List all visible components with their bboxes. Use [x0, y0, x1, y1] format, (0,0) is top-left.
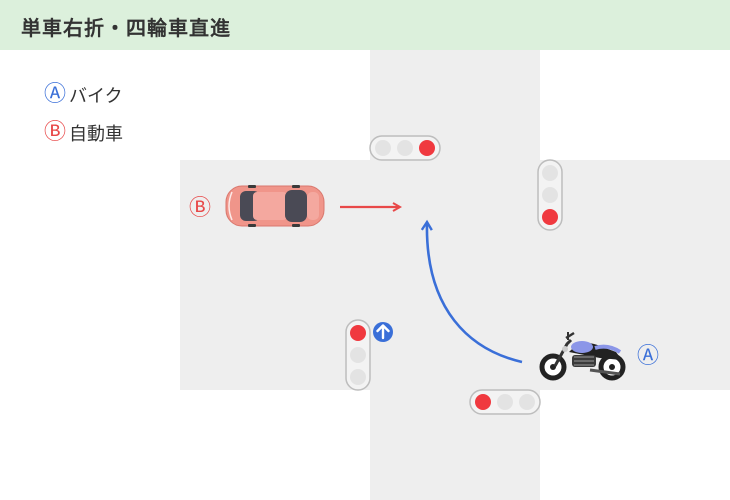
bike-turn-arrow: [427, 222, 523, 364]
title-bar: 単車右折・四輪車直進: [0, 0, 730, 50]
signal-bottom: [469, 389, 541, 415]
page-title: 単車右折・四輪車直進: [21, 16, 231, 40]
motorcycle-icon: [539, 331, 626, 381]
legend: Ⓐ バイク Ⓑ 自動車: [44, 82, 123, 158]
legend-marker-a: Ⓐ: [44, 82, 67, 107]
car-icon: [225, 185, 325, 227]
up-arrow-circle-icon: [373, 322, 393, 342]
legend-item-bike: Ⓐ バイク: [44, 82, 123, 108]
legend-label-bike: バイク: [69, 86, 123, 107]
car-marker: Ⓑ: [189, 196, 211, 221]
legend-marker-b: Ⓑ: [44, 120, 67, 145]
legend-item-car: Ⓑ 自動車: [44, 120, 123, 146]
signal-top: [369, 135, 441, 161]
signal-right: [537, 159, 563, 231]
legend-label-car: 自動車: [69, 124, 124, 145]
signal-left: [345, 319, 371, 391]
bike-marker: Ⓐ: [637, 344, 659, 369]
